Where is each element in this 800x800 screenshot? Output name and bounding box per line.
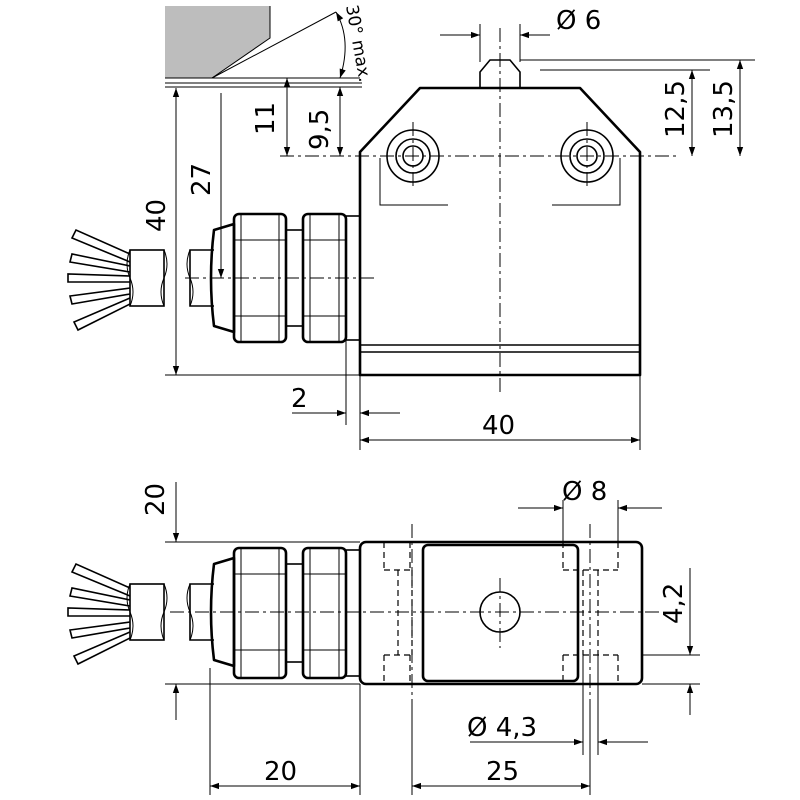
angle-label: 30° max. <box>341 3 374 83</box>
dim-20-bottom: 20 <box>264 757 297 787</box>
side-housing <box>358 540 644 686</box>
side-cable-wires <box>67 562 168 666</box>
dim-dia-4-3: Ø 4,3 <box>467 713 537 743</box>
dim-hole-dia: Ø 6 <box>556 6 601 36</box>
cable-gland <box>186 212 361 344</box>
dim-25: 25 <box>486 757 519 787</box>
dim-40-bottom: 40 <box>482 411 515 441</box>
dim-dia-8: Ø 8 <box>562 477 607 507</box>
side-view: 20 Ø 8 4,2 Ø 4,3 20 25 <box>67 477 700 795</box>
dim-27: 27 <box>187 163 217 196</box>
dim-12-5: 12,5 <box>661 80 691 138</box>
dim-9-5: 9,5 <box>305 109 335 150</box>
top-view: 30° max. <box>67 3 755 450</box>
actuator-cam: 30° max. <box>165 3 374 88</box>
cable-wires <box>67 228 168 332</box>
dim-40-left: 40 <box>142 199 172 232</box>
dim-4-2: 4,2 <box>659 583 689 624</box>
side-cable-gland <box>186 546 361 680</box>
dim-20-vertical: 20 <box>141 483 171 516</box>
dim-11: 11 <box>251 102 281 135</box>
dim-13-5: 13,5 <box>709 80 739 138</box>
dim-2: 2 <box>291 384 308 414</box>
